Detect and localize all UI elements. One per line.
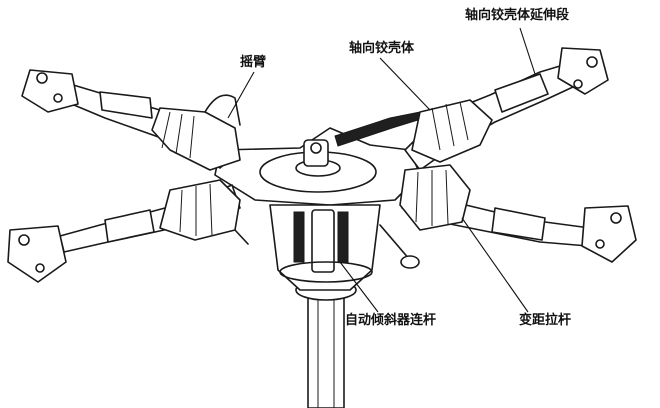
- blade-arm-upper-right: [334, 47, 609, 171]
- label-swashplate-link: 自动倾斜器连杆: [345, 313, 437, 328]
- hub-center: [214, 127, 421, 206]
- rotor-mast: [295, 279, 357, 408]
- label-rocker-arm: 摇臂: [240, 55, 267, 70]
- label-pitch-link: 变距拉杆: [519, 313, 572, 328]
- label-axial-hinge-housing: 轴向铰壳体: [349, 41, 415, 56]
- blade-arm-lower-left: [7, 179, 249, 283]
- blade-arm-upper-left: [21, 69, 241, 171]
- callout-leaders: [227, 27, 536, 313]
- swashplate-assembly: [269, 204, 420, 291]
- label-axial-hinge-extension: 轴向铰壳体延伸段: [465, 8, 570, 23]
- blade-arm-lower-right: [399, 164, 637, 263]
